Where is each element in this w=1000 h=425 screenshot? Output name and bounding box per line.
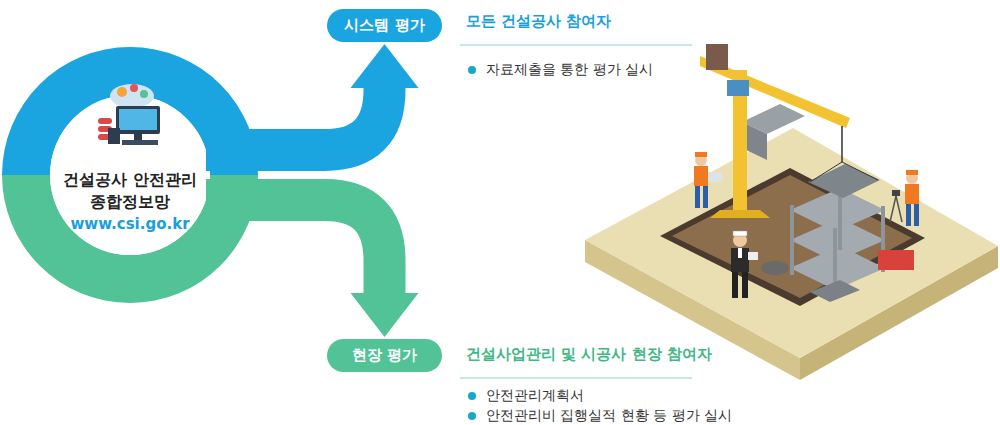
- bullet-item: 안전관리계획서: [468, 387, 584, 405]
- arrow-shaft: [206, 88, 385, 150]
- computer-icon: [98, 84, 160, 145]
- arrow-head: [351, 293, 419, 337]
- node-url: www.csi.go.kr: [70, 215, 189, 233]
- divider: [460, 377, 692, 379]
- arrow-head: [351, 44, 419, 88]
- arrow-shaft: [206, 200, 385, 293]
- bullet-item: 안전관리비 집행실적 현황 등 평가 실시: [468, 407, 732, 425]
- divider: [460, 44, 692, 46]
- group-heading: 모든 건설공사 참여자: [466, 12, 611, 31]
- flow-arrow: [206, 200, 419, 337]
- group-heading: 건설사업관리 및 시공사 현장 참여자: [466, 345, 712, 364]
- evaluation-pill: 현장 평가: [327, 339, 442, 372]
- portal-circle-node: 건설공사 안전관리 종합정보망 www.csi.go.kr: [50, 95, 210, 255]
- portal-circle: [50, 95, 210, 255]
- node-title: 시스템 평가: [344, 16, 424, 35]
- construction-site: [585, 44, 998, 380]
- evaluation-pill: 시스템 평가: [327, 9, 442, 42]
- flow-arrow: [206, 44, 419, 150]
- node-title: 건설공사 안전관리 종합정보망: [60, 169, 200, 213]
- node-title: 현장 평가: [352, 346, 417, 365]
- bullet-item: 자료제출을 통한 평가 실시: [468, 61, 653, 79]
